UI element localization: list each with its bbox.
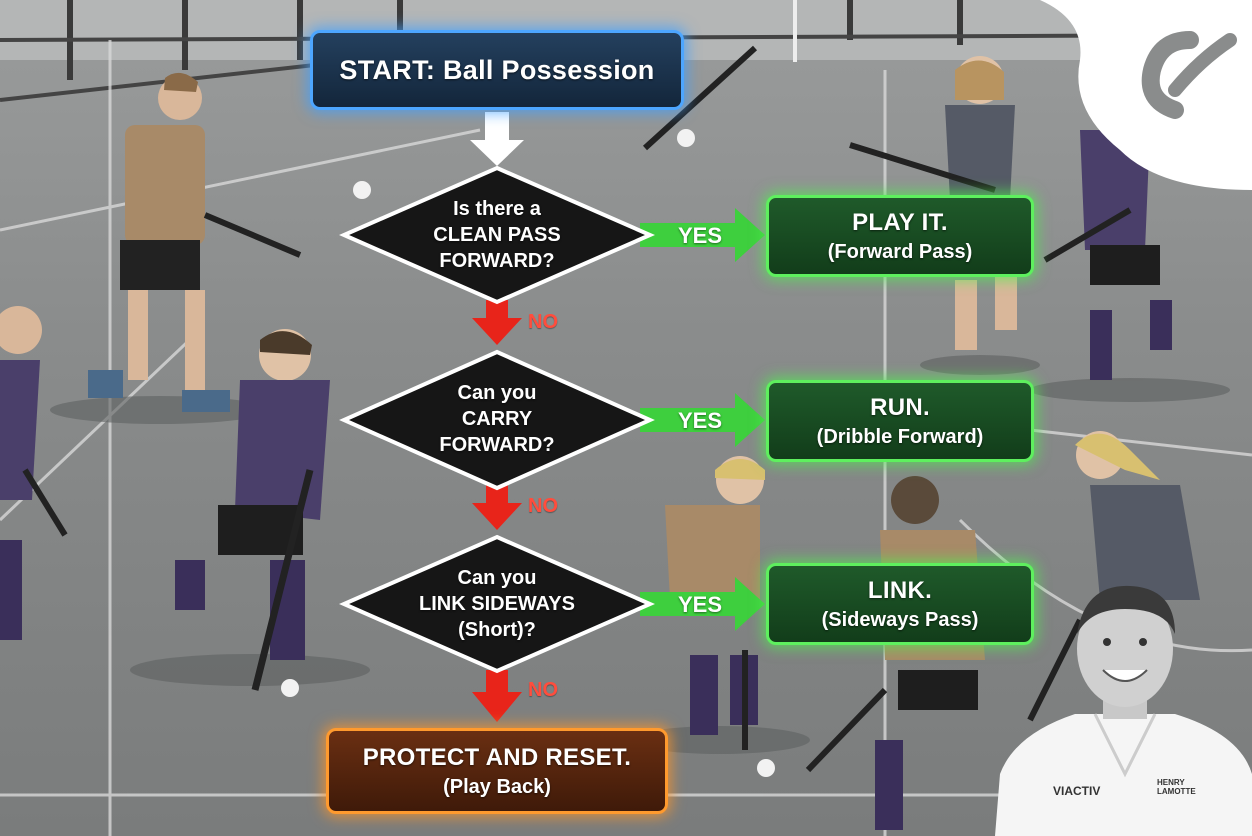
no-label: NO [528,679,558,701]
decision-diamond [339,349,655,491]
decision-diamond [339,165,655,305]
decision-1-line-2: CLEAN PASS [433,224,561,246]
outcome-title: PLAY IT. [852,208,948,236]
decision-2-text: Can you CARRY FORWARD? [387,380,607,458]
shirt-brand: VIACTIV [1053,784,1101,798]
shirt-name-first: HENRY [1157,778,1185,787]
decision-2-line-1: Can you [457,382,537,404]
decision-3-line-3: (Short)? [458,619,536,641]
decision-2-line-2: CARRY [461,408,533,430]
arrow-down-icon [470,112,524,166]
arrow-down-icon [472,670,522,722]
decision-diamond [339,534,655,674]
shirt-name-last: LAMOTTE [1157,787,1196,796]
decision-2-line-3: FORWARD? [439,434,555,456]
arrow-right-icon [640,577,765,631]
decision-3-line-2: LINK SIDEWAYS [419,593,575,615]
outcome-title: RUN. [870,393,930,421]
decision-3-line-1: Can you [457,567,537,589]
outcome-link: LINK. (Sideways Pass) [766,563,1034,645]
arrow-right-icon [640,393,765,447]
presenter-image [995,585,1252,836]
end-subtitle: (Play Back) [443,775,551,798]
yes-label: YES [678,408,723,433]
outcome-play-it: PLAY IT. (Forward Pass) [766,195,1034,277]
no-label: NO [528,495,558,517]
player-figure [175,329,330,697]
start-label: START: Ball Possession [339,54,655,85]
outcome-run: RUN. (Dribble Forward) [766,380,1034,462]
outcome-subtitle: (Sideways Pass) [821,608,979,631]
end-title: PROTECT AND RESET. [362,743,632,771]
decision-1-line-3: FORWARD? [439,250,555,272]
player-figure [665,456,775,777]
arrow-down-icon [472,485,522,530]
no-label: NO [528,311,558,333]
decision-1-text: Is there a CLEAN PASS FORWARD? [387,196,607,274]
yes-label: YES [678,592,723,617]
start-node: START: Ball Possession [310,30,684,110]
brand-logo-icon [1040,0,1252,190]
presenter-photo: VIACTIV HENRY LAMOTTE [995,574,1252,836]
outcome-subtitle: (Forward Pass) [827,240,973,263]
decision-3-text: Can you LINK SIDEWAYS (Short)? [387,565,607,643]
outcome-subtitle: (Dribble Forward) [816,425,984,448]
player-figure [88,72,302,412]
player-figure [0,306,68,640]
player-figure [1027,431,1200,722]
player-figure [849,56,1017,350]
arrow-right-icon [640,208,765,262]
end-node: PROTECT AND RESET. (Play Back) [326,728,668,814]
decision-1-line-1: Is there a [453,198,541,220]
arrow-down-icon [472,300,522,345]
outcome-title: LINK. [867,576,933,604]
yes-label: YES [678,223,723,248]
